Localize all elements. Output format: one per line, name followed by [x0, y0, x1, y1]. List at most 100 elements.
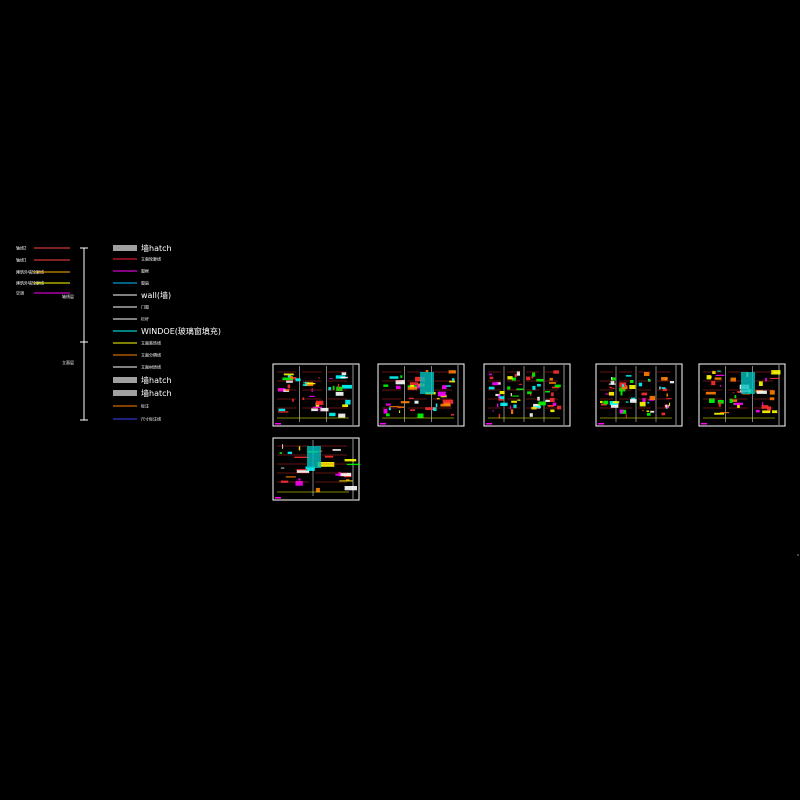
- elevation-mark: [445, 385, 451, 387]
- elevation-mark: [511, 400, 517, 403]
- elevation-mark: [620, 390, 623, 396]
- legend-right-label: 窗框: [141, 268, 149, 274]
- elevation-mark: [302, 384, 308, 386]
- elevation-mark: [619, 409, 624, 414]
- elevation-mark: [549, 377, 553, 381]
- elevation-mark: [551, 392, 554, 397]
- elevation-mark: [769, 377, 779, 379]
- elevation-mark: [717, 370, 721, 372]
- elevation-mark: [433, 407, 437, 411]
- elevation-mark: [630, 380, 634, 383]
- elevation-mark: [278, 411, 289, 413]
- elevation-mark: [498, 394, 501, 399]
- legend-right-label: 墙hatch: [141, 388, 172, 398]
- elevation-mark: [625, 401, 629, 403]
- group-label-axis: 轴线层: [62, 293, 74, 299]
- elevation-mark: [279, 452, 282, 454]
- elevation-mark: [328, 387, 332, 391]
- elevation-mark: [532, 385, 536, 390]
- elevation-mark: [397, 406, 404, 408]
- group-label-elev: 立面层: [62, 359, 74, 365]
- drawing-sheet-3[interactable]: [483, 363, 571, 427]
- drawing-sheet-2[interactable]: [377, 363, 465, 427]
- legend-right-label: 尺寸标注线: [141, 416, 161, 422]
- elevation-mark: [712, 370, 716, 374]
- elevation-mark: [285, 476, 296, 478]
- legend-right-label: 立面分隔线: [141, 352, 161, 358]
- elevation-mark: [280, 480, 289, 483]
- elevation-mark: [417, 413, 424, 418]
- drawing-sheet-5[interactable]: [698, 363, 786, 427]
- elevation-mark: [605, 393, 611, 395]
- elevation-mark: [329, 378, 333, 380]
- elevation-mark: [383, 408, 388, 414]
- elevation-mark: [400, 401, 410, 404]
- elevation-mark: [549, 382, 557, 384]
- elevation-mark: [296, 469, 308, 471]
- elevation-mark: [729, 398, 733, 403]
- elevation-mark: [650, 410, 655, 413]
- elevation-mark: [711, 381, 716, 386]
- elevation-mark: [737, 404, 740, 408]
- glass-panel: [307, 446, 321, 468]
- elevation-mark: [282, 444, 284, 449]
- drawing-sheet-4[interactable]: [595, 363, 683, 427]
- elevation-mark: [531, 375, 534, 379]
- elevation-mark: [554, 384, 561, 388]
- elevation-mark: [552, 386, 560, 389]
- elevation-mark: [609, 386, 612, 389]
- elevation-mark: [407, 386, 418, 390]
- corner-mark: [275, 423, 281, 425]
- elevation-mark: [335, 473, 343, 476]
- elevation-mark: [342, 404, 349, 407]
- elevation-mark: [622, 384, 624, 387]
- elevation-mark: [533, 406, 541, 408]
- elevation-mark: [489, 376, 494, 380]
- elevation-mark: [545, 399, 550, 402]
- elevation-mark: [732, 392, 735, 394]
- corner-mark: [486, 423, 492, 425]
- drawing-sheet-6[interactable]: [272, 437, 361, 501]
- legend-swatch: [113, 390, 137, 396]
- elevation-mark: [537, 396, 540, 401]
- elevation-mark: [709, 398, 715, 403]
- elevation-mark: [337, 383, 340, 389]
- elevation-mark: [772, 410, 778, 414]
- legend-left-label: 空调: [16, 290, 24, 296]
- elevation-mark: [298, 446, 301, 451]
- elevation-mark: [530, 393, 532, 396]
- elevation-mark: [305, 466, 315, 471]
- elevation-mark: [646, 410, 650, 412]
- elevation-mark: [296, 469, 310, 473]
- elevation-mark: [400, 375, 403, 378]
- elevation-mark: [518, 383, 522, 385]
- elevation-mark: [665, 404, 669, 408]
- elevation-mark: [449, 380, 456, 383]
- elevation-mark: [611, 377, 616, 381]
- elevation-mark: [767, 406, 771, 411]
- elevation-mark: [507, 386, 511, 390]
- elevation-mark: [492, 382, 499, 386]
- elevation-mark: [386, 413, 390, 417]
- legend-right-label: 立面材质线: [141, 364, 161, 370]
- elevation-mark: [552, 402, 557, 406]
- elevation-mark: [492, 410, 494, 412]
- drawing-sheet-1[interactable]: [272, 363, 360, 427]
- elevation-mark: [661, 387, 666, 389]
- elevation-mark: [329, 412, 336, 417]
- elevation-mark: [538, 401, 546, 406]
- elevation-mark: [342, 384, 352, 389]
- elevation-mark: [500, 402, 508, 406]
- legend-right-label: wall(墙): [141, 290, 171, 300]
- elevation-mark: [414, 400, 419, 404]
- elevation-mark: [517, 399, 521, 401]
- elevation-mark: [706, 375, 712, 380]
- legend-axis: 轴线层 立面层: [62, 247, 88, 421]
- elevation-mark: [292, 398, 294, 402]
- elevation-mark: [719, 384, 722, 387]
- elevation-mark: [488, 386, 495, 390]
- elevation-mark: [410, 409, 416, 411]
- elevation-mark: [408, 397, 414, 399]
- elevation-mark: [340, 376, 348, 379]
- elevation-mark: [282, 377, 293, 381]
